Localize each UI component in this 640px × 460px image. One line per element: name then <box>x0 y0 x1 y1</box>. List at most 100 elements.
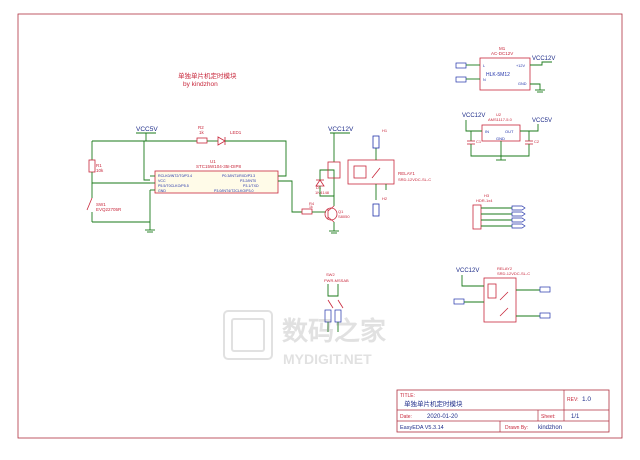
relay2-box <box>483 277 517 323</box>
watermark-logo-inner <box>231 318 265 352</box>
sw2-ref: SW2 <box>326 272 335 277</box>
m1-pin-gnd: GND <box>518 82 527 86</box>
sheet-value: 1/1 <box>571 414 580 420</box>
relay2-vcc12v-label: VCC12V <box>456 268 479 274</box>
u2-ref: U2 <box>496 112 502 117</box>
mcu-section: VCC5V R2 1k LED1 R1 10k SW1 EVQ22705R <box>86 125 302 233</box>
wire <box>520 124 539 132</box>
sw1-ref: SW1 <box>96 202 106 207</box>
h3-net-flag <box>511 223 526 229</box>
project-note-title: 单独单片机定时模块 <box>178 71 237 80</box>
q1-ref: Q1 <box>338 209 344 214</box>
led1-ref: LED1 <box>230 130 242 135</box>
relay2-out-port <box>539 312 551 319</box>
title-block-frame <box>396 389 610 433</box>
sheet-label: Sheet: <box>541 414 555 420</box>
company-value: EasyEDA V5.3.14 <box>400 425 444 431</box>
m1-value: AC-DC12V <box>491 51 513 56</box>
r2-resistor <box>196 137 208 144</box>
wire <box>530 83 541 90</box>
title-label: TITLE: <box>400 393 415 399</box>
d1-value: 1N4148 <box>315 190 330 195</box>
relay2-contact <box>499 307 509 317</box>
relay1-driver: VCC12V D1 1N4148 R4 1k Q1 S8050 <box>301 126 431 234</box>
d1-ref: D1 <box>316 185 322 190</box>
r1-value: 10k <box>96 168 104 173</box>
u1-pin-3: P5.5/T0CLKO/P5.5 <box>158 184 189 188</box>
r1-resistor <box>88 159 96 173</box>
u1-pin-8: P0.3/INT1/RXD/P3.3 <box>222 174 255 178</box>
relay2-in-port <box>453 298 465 305</box>
h3-ref: H3 <box>484 193 490 198</box>
watermark-cn: 数码之家 <box>282 316 386 346</box>
m1-pin-l: L <box>483 64 485 68</box>
r4-ref: R4 <box>309 201 315 206</box>
sw1-switch: SW1 EVQ22705R <box>86 197 122 222</box>
relay2-value: SRD-12VDC-SL-C <box>497 271 530 276</box>
led1-symbol: LED1 <box>217 130 242 146</box>
m1-part: HLK-5M12 <box>486 72 510 78</box>
h3-body <box>472 204 482 230</box>
u1-pin-4: GND <box>158 189 166 193</box>
sw2-section: SW2 PWR-MSSAB <box>324 272 349 332</box>
m1-vcc12v-label: VCC12V <box>532 56 555 62</box>
u1-pin-7: P3.2/INT0 <box>240 179 256 183</box>
h1-ref: H1 <box>382 128 388 133</box>
r4-resistor <box>301 208 313 215</box>
wire <box>461 275 484 287</box>
relay1-coil <box>327 161 341 179</box>
wire <box>327 284 339 297</box>
date-label: Date: <box>400 414 412 420</box>
u1-pin-2: VCC <box>158 179 166 183</box>
sw2-part: PWR-MSSAB <box>324 278 349 283</box>
sheet-border <box>17 13 623 439</box>
r1-ref: R1 <box>96 163 102 168</box>
c1-ref: C1 <box>476 139 482 144</box>
watermark-en: MYDIGIT.NET <box>283 351 372 367</box>
relay2-section: VCC12V RELAY2 SRD-12VDC-SL-C <box>453 266 551 323</box>
m1-l-port <box>455 62 467 69</box>
u1-part: STC15W104-35I-DIP8 <box>196 164 242 169</box>
wire <box>225 140 287 177</box>
h3-net-flag <box>511 205 526 211</box>
sw1-value: EVQ22705R <box>96 207 122 212</box>
m1-n-port <box>455 76 467 83</box>
rev-label: REV: <box>567 397 578 403</box>
project-note-author: by kindzhon <box>183 81 218 88</box>
m1-box <box>479 57 531 91</box>
m1-pin-plus: +12V <box>516 64 525 68</box>
project-note: 单独单片机定时模块 by kindzhon <box>178 71 237 88</box>
wire <box>470 144 530 157</box>
sw2-contact <box>337 299 344 309</box>
wire <box>465 120 482 132</box>
u2-vcc12v-label: VCC12V <box>462 113 485 119</box>
relay1-ref: RELAY1 <box>398 171 415 176</box>
m1-module: M1 AC-DC12V HLK-5M12 +12V GND L N VCC12V <box>455 46 555 93</box>
h3-part: HDR-1x4 <box>476 198 493 203</box>
h3-net-flag <box>511 211 526 217</box>
title-block: TITLE: 单独单片机定时模块 REV: 1.0 Date: 2020-01-… <box>396 389 610 433</box>
m1-pin-n: N <box>483 78 486 82</box>
r2-ref: R2 <box>198 125 204 130</box>
u1-pin-6: P3.1/TXD <box>243 184 259 188</box>
wire <box>278 180 302 213</box>
vcc12v-mid-label: VCC12V <box>328 126 354 133</box>
h1-connector <box>372 135 380 149</box>
h2-ref: H2 <box>382 196 388 201</box>
u2-regulator: VCC12V VCC5V U2 AMS1117-5.0 IN OUT GND C… <box>462 112 552 161</box>
h3-header: H3 HDR-1x4 <box>472 193 526 230</box>
wire <box>91 172 150 184</box>
u1-chip <box>154 170 279 194</box>
relay1-box <box>347 159 395 185</box>
wire <box>319 169 335 196</box>
drawn-by-label: Drawn By: <box>505 425 528 431</box>
m1-ref: M1 <box>499 46 506 51</box>
sw2-contact <box>327 299 334 309</box>
r4-value: 1k <box>309 205 313 209</box>
relay2-ref: RELAY2 <box>497 266 513 271</box>
c2-ref: C2 <box>534 139 540 144</box>
date-value: 2020-01-20 <box>427 414 458 420</box>
u2-pin-out: OUT <box>505 129 514 134</box>
watermark: 数码之家 MYDIGIT.NET <box>223 310 386 367</box>
